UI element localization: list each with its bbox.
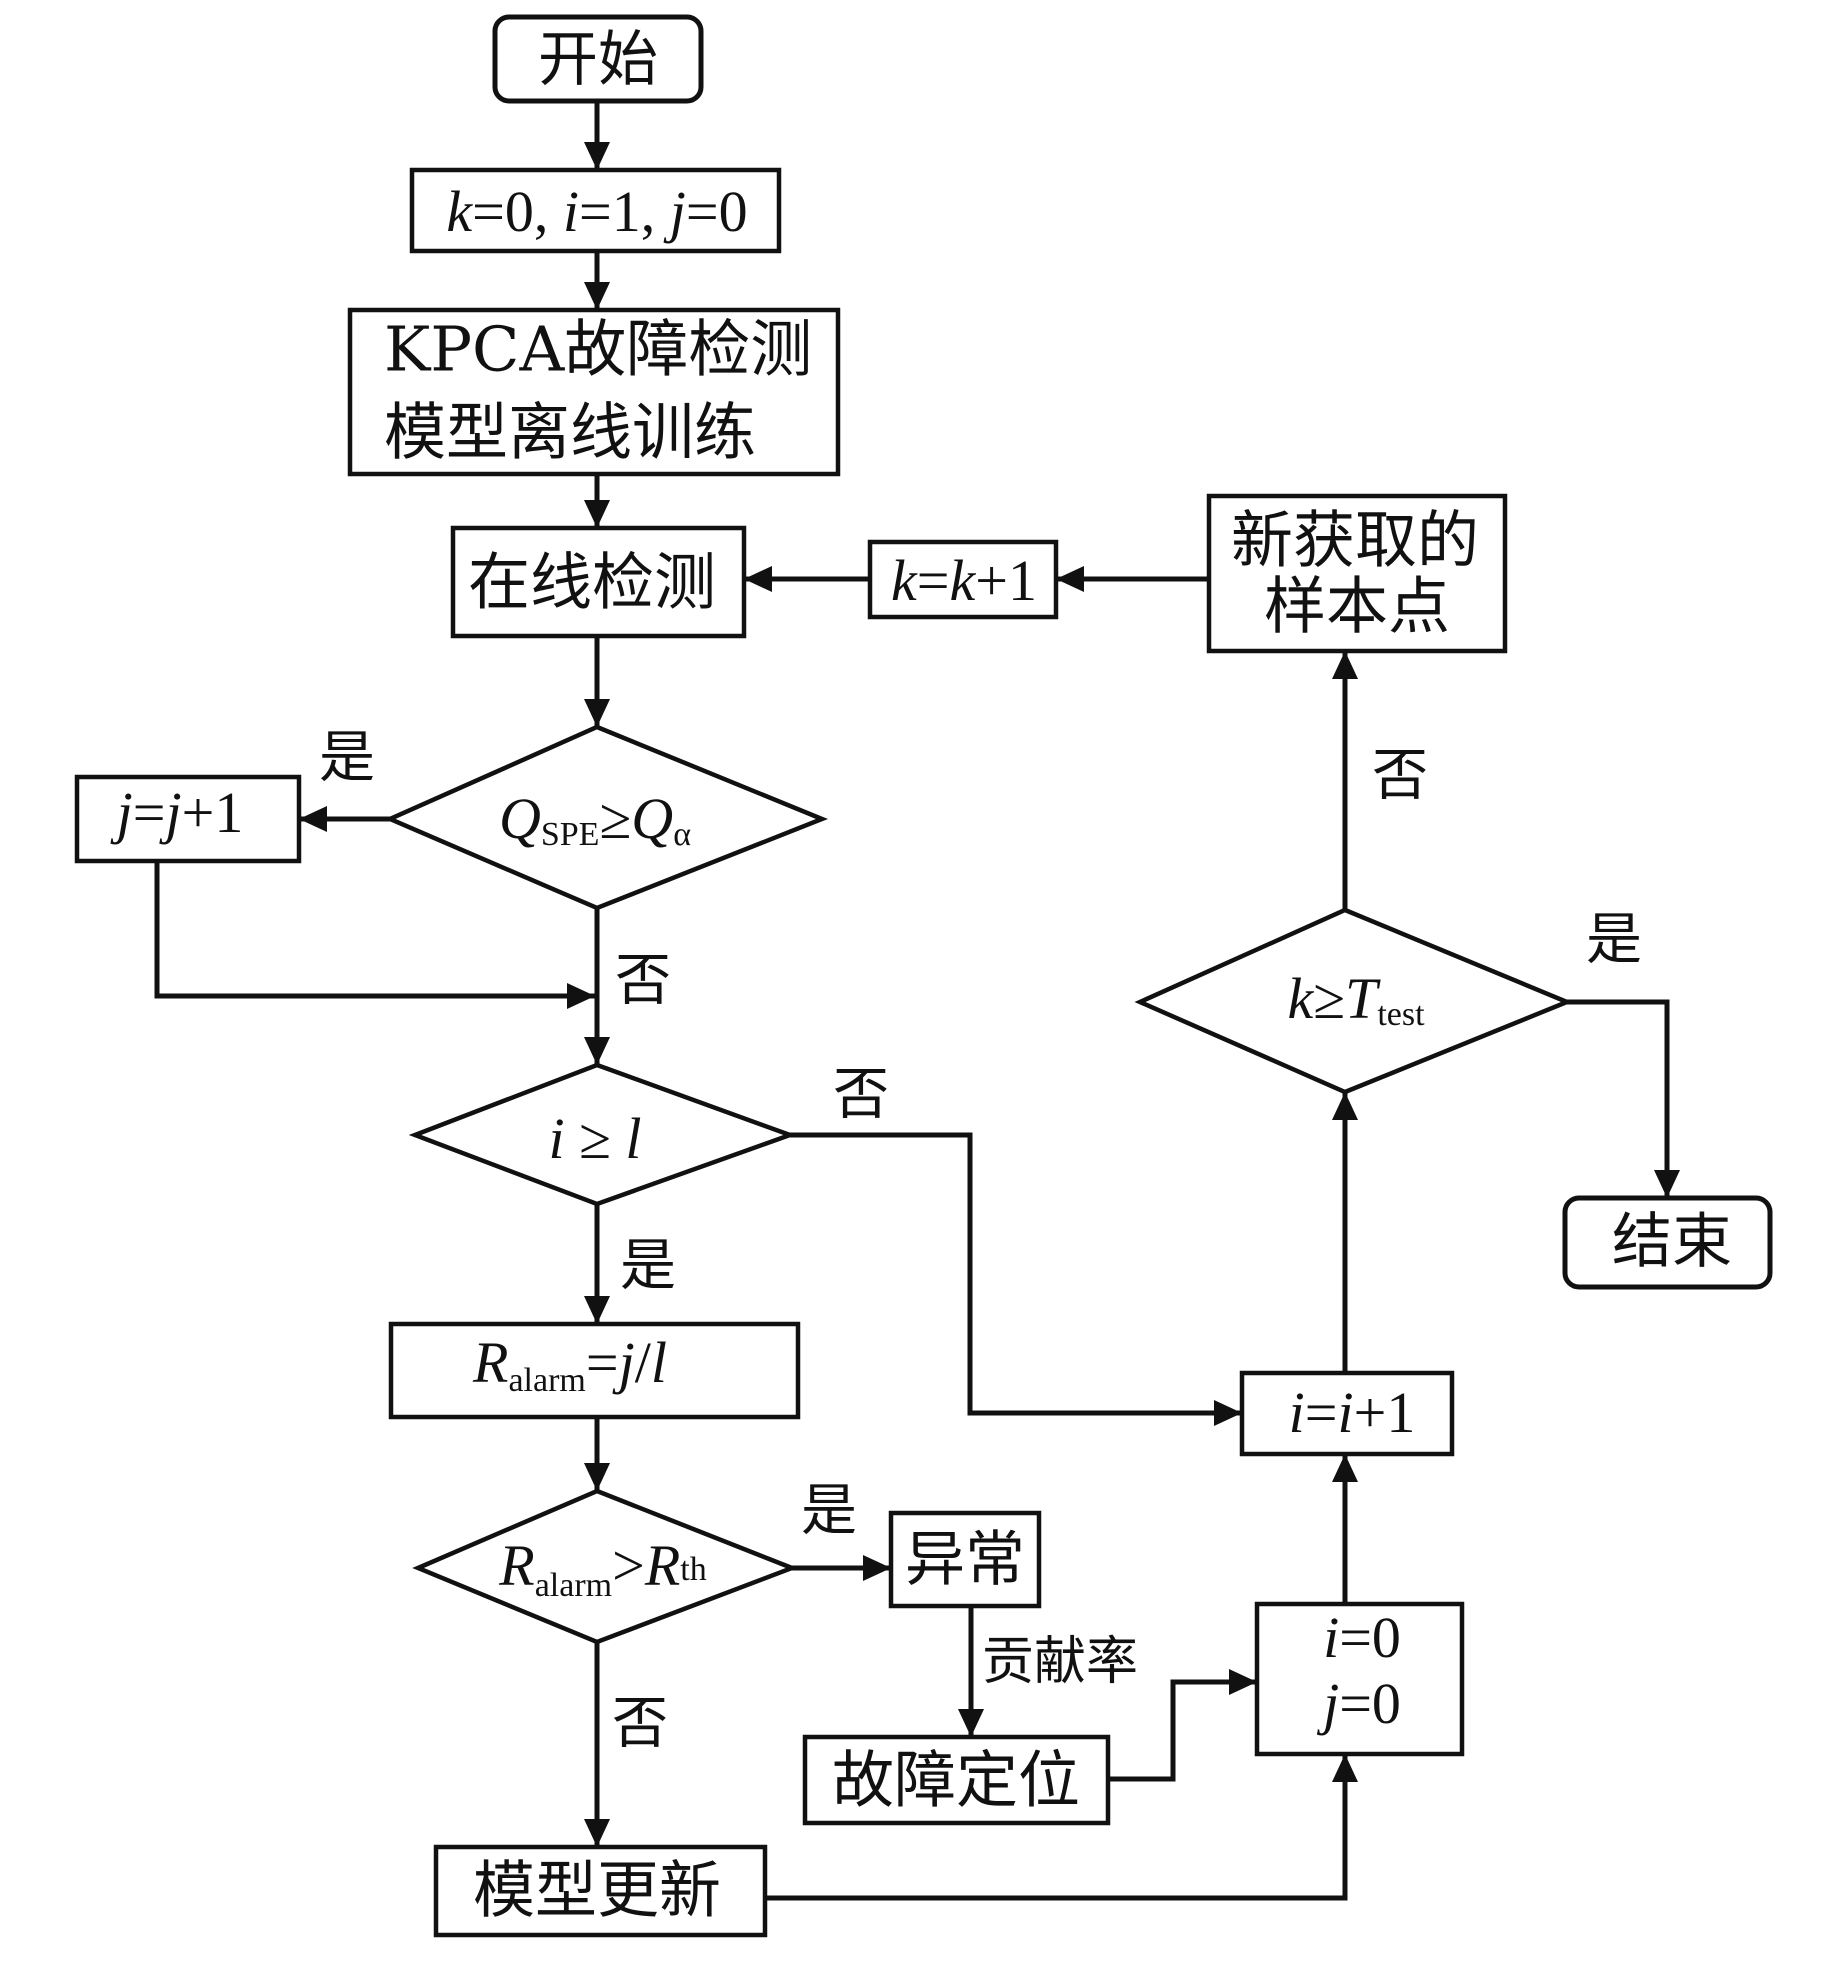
node-alarm-rate: Ralarm=j/l xyxy=(388,1321,801,1420)
alarm-rate-shape xyxy=(388,1321,801,1420)
start-terminal-shape xyxy=(492,14,704,104)
kpca-training-line2: 模型离线训练 xyxy=(384,396,756,469)
label-k-no: 否 xyxy=(1372,744,1428,809)
label-i-yes: 是 xyxy=(620,1234,676,1299)
new-sample-line2: 样本点 xyxy=(1264,570,1450,643)
spe-check-decision-shape xyxy=(384,724,829,911)
node-kpca-training: KPCA故障检测 模型离线训练 xyxy=(347,307,841,477)
node-k-increment: k=k+1 xyxy=(867,539,1059,620)
node-online-detection: 在线检测 xyxy=(450,525,747,639)
online-detection-label: 在线检测 xyxy=(468,546,716,619)
node-fault-location: 故障定位 xyxy=(802,1734,1111,1826)
online-detection-shape xyxy=(450,525,747,639)
new-sample-line1: 新获取的 xyxy=(1231,504,1479,577)
node-reset: i=0 j=0 xyxy=(1254,1601,1465,1757)
label-alarm-no: 否 xyxy=(612,1692,668,1757)
node-k-check: k≥Ttest xyxy=(1134,907,1573,1095)
kpca-training-shape xyxy=(347,307,841,477)
end-label: 结束 xyxy=(1612,1207,1732,1277)
spe-check-label: QSPE≥Qα xyxy=(499,786,691,853)
i-check-decision-shape xyxy=(408,1062,797,1207)
i-increment-label: i=i+1 xyxy=(1289,1380,1416,1445)
abnormal-shape xyxy=(888,1510,1042,1609)
fault-location-label: 故障定位 xyxy=(832,1744,1080,1817)
label-i-no: 否 xyxy=(833,1063,889,1128)
label-spe-yes: 是 xyxy=(319,726,375,791)
new-sample-shape xyxy=(1206,493,1508,654)
node-init: k=0, i=1, j=0 xyxy=(409,167,782,254)
edge-k-yes-to-end xyxy=(1567,999,1680,1198)
connectors xyxy=(154,101,1680,1901)
reset-line1: i=0 xyxy=(1323,1605,1401,1670)
alarm-rate-label: Ralarm=j/l xyxy=(472,1330,667,1399)
node-abnormal: 异常 xyxy=(888,1510,1042,1609)
node-new-sample: 新获取的 样本点 xyxy=(1206,493,1508,654)
abnormal-label: 异常 xyxy=(905,1525,1025,1595)
node-i-check: i ≥ l xyxy=(408,1062,797,1207)
reset-line2: j=0 xyxy=(1316,1671,1401,1736)
node-end: 结束 xyxy=(1562,1195,1773,1290)
j-increment-label: j=j+1 xyxy=(110,780,244,845)
node-i-increment: i=i+1 xyxy=(1239,1370,1455,1457)
reset-shape xyxy=(1254,1601,1465,1757)
node-alarm-check: Ralarm>Rth xyxy=(412,1488,799,1645)
node-model-update: 模型更新 xyxy=(433,1844,768,1938)
edge-jinc-to-merge xyxy=(154,861,595,1009)
k-increment-shape xyxy=(867,539,1059,620)
i-check-label: i ≥ l xyxy=(548,1106,641,1171)
k-increment-label: k=k+1 xyxy=(891,548,1037,613)
fault-location-shape xyxy=(802,1734,1111,1826)
edge-labels: 是 否 否 是 是 否 贡献率 否 是 xyxy=(319,726,1642,1757)
label-alarm-yes: 是 xyxy=(801,1479,857,1544)
i-increment-shape xyxy=(1239,1370,1455,1457)
k-check-label: k≥Ttest xyxy=(1287,966,1425,1033)
edge-i-no-to-iinc xyxy=(790,1132,1242,1426)
model-update-shape xyxy=(433,1844,768,1938)
end-terminal-shape xyxy=(1562,1195,1773,1290)
label-contribution: 贡献率 xyxy=(982,1632,1138,1692)
init-process-shape xyxy=(409,167,782,254)
start-label: 开始 xyxy=(538,25,658,95)
node-j-increment: j=j+1 xyxy=(74,774,302,864)
alarm-check-decision-shape xyxy=(412,1488,799,1645)
init-label: k=0, i=1, j=0 xyxy=(446,179,747,244)
alarm-check-label: Ralarm>Rth xyxy=(498,1533,706,1604)
edge-model-update-to-reset xyxy=(765,1754,1358,1901)
label-k-yes: 是 xyxy=(1586,908,1642,973)
k-check-decision-shape xyxy=(1134,907,1573,1095)
node-spe-check: QSPE≥Qα xyxy=(384,724,829,911)
label-spe-no: 否 xyxy=(615,949,671,1014)
kpca-training-line1: KPCA故障检测 xyxy=(384,313,812,386)
model-update-label: 模型更新 xyxy=(473,1854,721,1927)
edge-fault-location-to-reset xyxy=(1108,1669,1257,1782)
j-increment-shape xyxy=(74,774,302,864)
node-start: 开始 xyxy=(492,14,704,104)
